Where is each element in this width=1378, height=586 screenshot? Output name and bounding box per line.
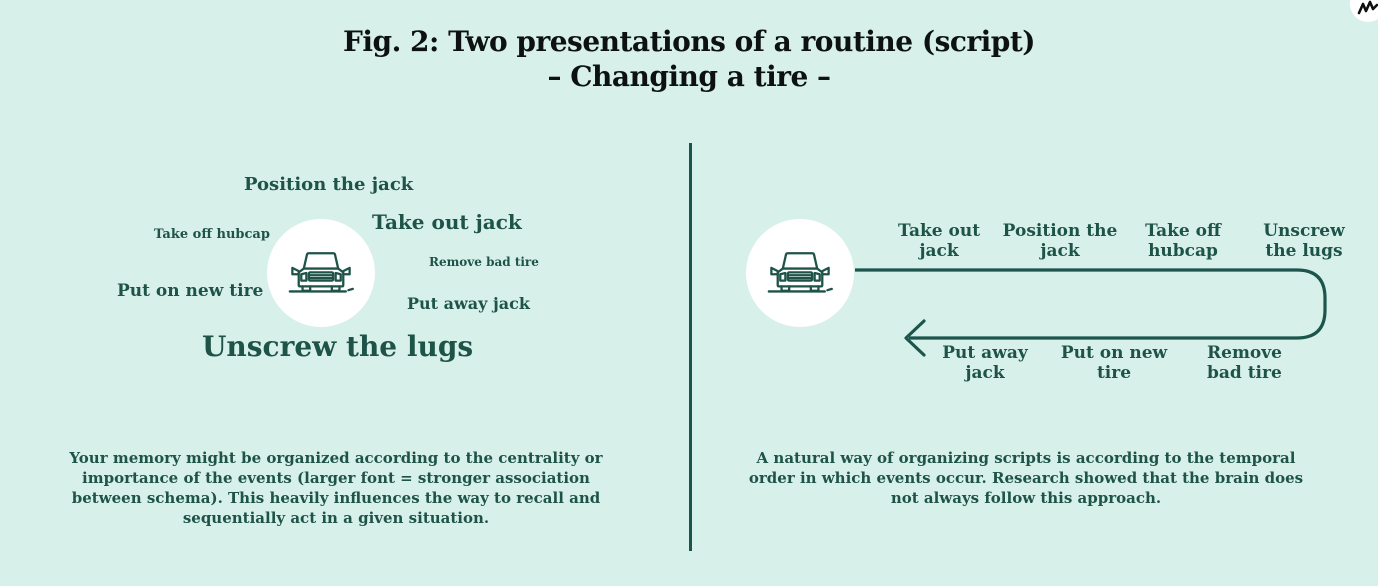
figure-title: Fig. 2: Two presentations of a routine (… (0, 24, 1378, 94)
step-line: the lugs (1265, 241, 1343, 261)
cursor-icon (1357, 0, 1378, 15)
step-line: Take out (897, 221, 981, 241)
figure-title-line1: Fig. 2: Two presentations of a routine (… (342, 25, 1036, 58)
car-circle-left (267, 219, 375, 327)
step-line: hubcap (1148, 241, 1218, 261)
step-line: Position the (1002, 221, 1118, 241)
left-panel-caption: Your memory might be organized according… (69, 449, 603, 527)
memory-label-remove-bad-tire: Remove bad tire (429, 255, 539, 269)
sequence-step-put-on-new-tire: Put on new tire (1048, 343, 1180, 383)
step-line: jack (965, 363, 1005, 383)
memory-label-take-out-jack: Take out jack (372, 210, 522, 234)
sequence-step-remove-bad-tire: Remove bad tire (1207, 343, 1339, 383)
sequence-step-position-the-jack: Position the jack (994, 221, 1126, 261)
step-line: Unscrew (1263, 221, 1345, 241)
step-line: Put on new (1060, 343, 1168, 363)
step-line: Put away (942, 343, 1028, 363)
step-line: Take off (1145, 221, 1221, 241)
arrowhead-left (904, 319, 926, 357)
memory-label-position-the-jack: Position the jack (244, 174, 414, 195)
step-line: bad tire (1207, 363, 1282, 383)
sequence-step-unscrew-the-lugs: Unscrew the lugs (1238, 221, 1370, 261)
sequence-step-take-off-hubcap: Take off hubcap (1117, 221, 1249, 261)
temporal-sequence-arrow (855, 268, 1327, 357)
sequence-step-take-out-jack: Take out jack (873, 221, 1005, 261)
car-front-icon (767, 252, 833, 293)
figure-title-line2: – Changing a tire – (547, 60, 831, 93)
memory-label-unscrew-the-lugs: Unscrew the lugs (202, 330, 474, 363)
step-line: jack (1040, 241, 1080, 261)
memory-label-put-on-new-tire: Put on new tire (117, 281, 264, 301)
panel-divider (689, 143, 692, 551)
memory-label-put-away-jack: Put away jack (407, 294, 530, 313)
cursor-badge (1350, 0, 1378, 22)
sequence-step-put-away-jack: Put away jack (919, 343, 1051, 383)
memory-label-take-off-hubcap: Take off hubcap (154, 227, 270, 242)
car-circle-right (746, 219, 854, 327)
step-line: tire (1096, 363, 1132, 383)
step-line: jack (919, 241, 959, 261)
right-panel-caption: A natural way of organizing scripts is a… (748, 449, 1304, 507)
step-line: Remove (1207, 343, 1282, 363)
car-front-icon (288, 252, 354, 293)
